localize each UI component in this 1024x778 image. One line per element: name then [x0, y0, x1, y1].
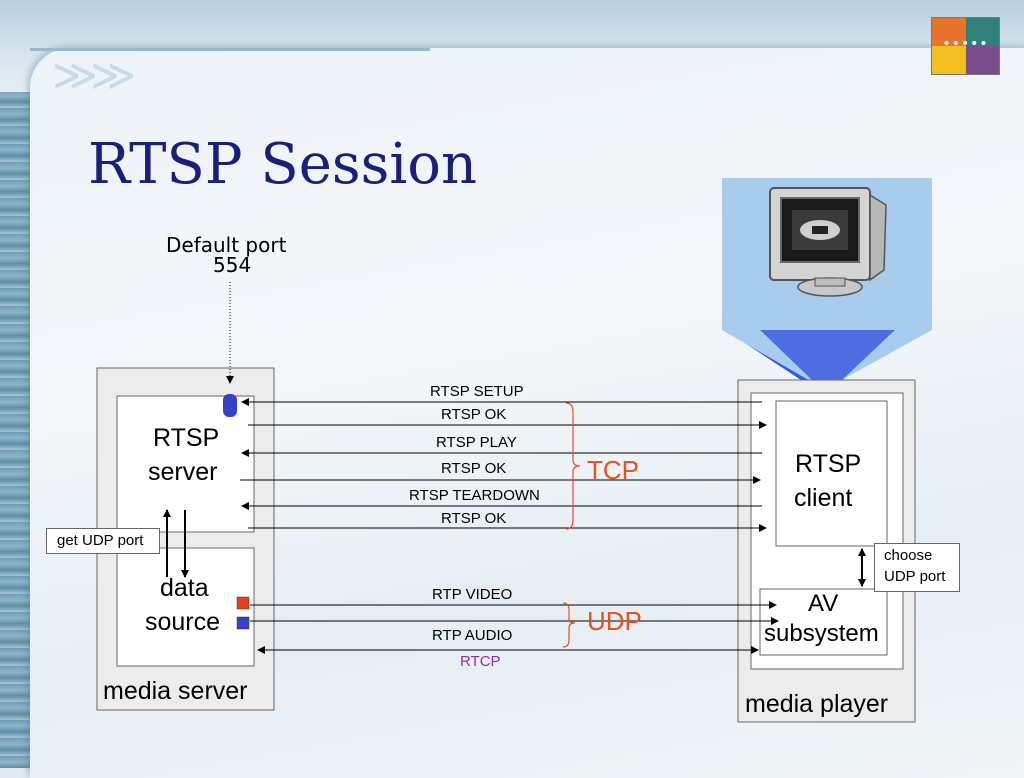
computer-monitor-icon	[769, 187, 887, 297]
company-logo: •••••	[931, 17, 1000, 75]
choose-udp-port-line1: choose	[884, 547, 933, 564]
slide-title: RTSP Session	[88, 132, 478, 197]
av-subsystem-box	[759, 588, 888, 656]
label-rtsp-ok-2: RTSP OK	[441, 460, 507, 477]
video-port-marker	[236, 596, 250, 610]
rtsp-port-marker	[223, 394, 237, 417]
rtsp-client-label-line1: RTSP	[795, 450, 862, 478]
tcp-brace	[565, 402, 581, 530]
rtsp-server-label-line1: RTSP	[153, 424, 220, 452]
logo-dots-icon: •••••	[942, 36, 989, 52]
choose-udp-port-line2: UDP port	[884, 568, 946, 585]
choose-udp-port-note: choose UDP port	[874, 543, 960, 592]
label-rtp-video: RTP VIDEO	[432, 586, 513, 603]
label-rtp-audio: RTP AUDIO	[432, 627, 513, 644]
label-rtsp-teardown: RTSP TEARDOWN	[409, 487, 540, 504]
default-port-number: 554	[213, 253, 252, 277]
av-subsystem-label-line2: subsystem	[764, 620, 879, 647]
label-rtsp-play: RTSP PLAY	[436, 434, 517, 451]
get-udp-port-note: get UDP port	[46, 528, 160, 554]
rtsp-client-box	[775, 400, 888, 547]
audio-port-marker	[236, 616, 250, 630]
decorative-arrows-icon: ≫≫	[52, 50, 136, 101]
rtsp-server-box	[116, 395, 255, 533]
label-rtsp-setup: RTSP SETUP	[430, 383, 524, 400]
rtsp-client-label-line2: client	[794, 484, 853, 512]
media-player-label: media player	[745, 690, 889, 718]
label-rtsp-ok-1: RTSP OK	[441, 406, 507, 423]
udp-brace	[562, 602, 576, 648]
av-subsystem-label-line1: AV	[808, 590, 839, 617]
label-rtsp-ok-3: RTSP OK	[441, 510, 507, 527]
data-source-label-line1: data	[160, 574, 209, 602]
background-left-strip	[0, 0, 34, 768]
panel-tab-edge	[30, 48, 430, 99]
udp-group-label: UDP	[587, 606, 642, 636]
label-rtcp: RTCP	[460, 653, 501, 670]
default-port-label: Default port	[166, 233, 287, 257]
data-source-label-line2: source	[145, 608, 221, 636]
tcp-group-label: TCP	[587, 455, 639, 485]
media-server-label: media server	[103, 677, 248, 705]
rtsp-server-label-line2: server	[148, 458, 218, 486]
